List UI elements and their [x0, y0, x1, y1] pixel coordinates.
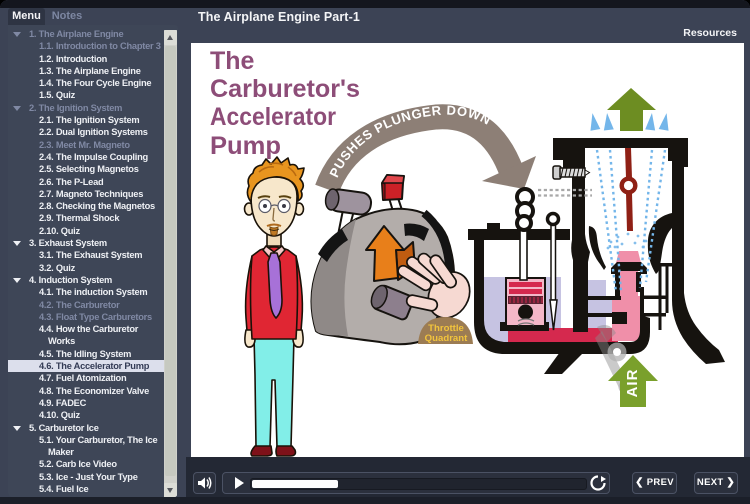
svg-text:Accelerator: Accelerator	[210, 103, 336, 131]
svg-text:AIR: AIR	[624, 369, 641, 398]
svg-text:Throttle: Throttle	[428, 323, 464, 334]
svg-text:Quadrant: Quadrant	[425, 333, 468, 344]
svg-text:Carburetor's: Carburetor's	[210, 75, 360, 103]
svg-text:Pump: Pump	[210, 132, 281, 160]
svg-text:The: The	[210, 47, 255, 75]
